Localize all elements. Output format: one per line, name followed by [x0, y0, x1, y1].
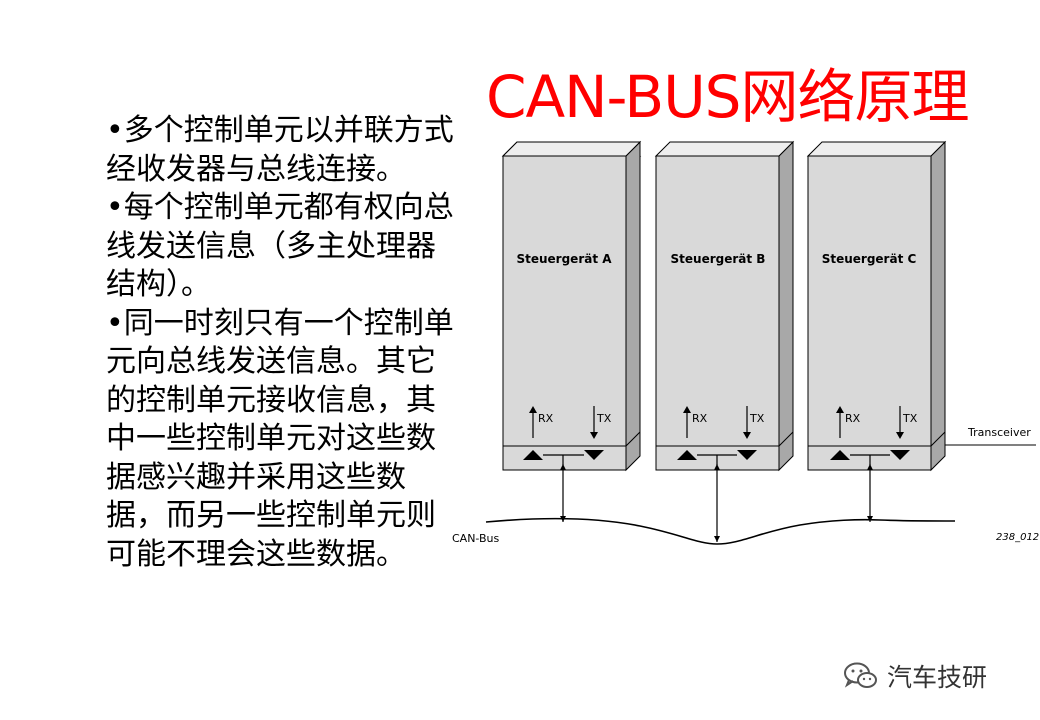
unit-c-internal-bus — [850, 454, 890, 465]
watermark-text: 汽车技研 — [887, 663, 988, 692]
unit-b-tx-arrowhead — [743, 432, 751, 439]
unit-b-transceiver-side-line — [778, 431, 794, 447]
unit-b-top-face — [654, 141, 795, 157]
unit-a-top-face — [501, 141, 642, 157]
unit-a-tx-label: TX — [596, 412, 612, 425]
unit-b-rx-arrowhead — [683, 406, 691, 413]
unit-b-label: Steuergerät B — [671, 252, 766, 266]
bullet-dot: • — [106, 305, 124, 341]
unit-a-label: Steuergerät A — [516, 252, 612, 266]
unit-a-side — [625, 140, 641, 472]
unit-a-tx-triangle — [584, 450, 604, 460]
wechat-icon — [844, 662, 877, 688]
unit-b-rx-triangle — [677, 450, 697, 460]
unit-b-side — [778, 140, 794, 472]
unit-a-tx-arrowhead — [590, 432, 598, 439]
watermark: 汽车技研 — [843, 656, 987, 696]
can-bus-line — [485, 517, 956, 545]
unit-c-tx-triangle — [890, 450, 910, 460]
control-unit-c: Steuergerät C RX TX — [806, 140, 947, 522]
unit-b-internal-bus — [697, 454, 737, 465]
bullet-dot: • — [106, 190, 124, 225]
bullet-text: 每个控制单元都有权向总线发送信息（多主处理器结构）。 — [106, 190, 454, 302]
bullet-item-multi-master: •每个控制单元都有权向总线发送信息（多主处理器结构）。 — [106, 189, 456, 305]
unit-c-tx-arrowhead — [896, 432, 904, 439]
unit-c-side — [930, 140, 946, 472]
unit-b-stub-arrow-up — [714, 464, 720, 470]
bullet-text: 多个控制单元以并联方式经收发器与总线连接。 — [106, 113, 454, 187]
unit-a-internal-bus — [543, 454, 584, 465]
control-unit-b: Steuergerät B RX TX — [654, 140, 795, 542]
unit-a-rx-arrowhead — [529, 406, 537, 413]
can-bus-diagram: Steuergerät A RX TX Steuergerät B RX TX — [452, 140, 1039, 545]
unit-c-top-face — [806, 141, 947, 157]
figure-code: 238_012 — [996, 532, 1039, 543]
bullet-text: 同一时刻只有一个控制单元向总线发送信息。其它的控制单元接收信息，其中一些控制单元… — [106, 305, 454, 572]
unit-a-rx-label: RX — [538, 412, 554, 425]
unit-a-front — [502, 155, 627, 471]
unit-c-transceiver-side-line — [930, 431, 946, 447]
unit-c-tx-label: TX — [902, 412, 918, 425]
bullet-dot: • — [106, 113, 124, 148]
unit-c-stub-arrow-up — [867, 464, 873, 470]
slide-title: CAN-BUS网络原理 — [486, 63, 969, 131]
bullet-list: •多个控制单元以并联方式经收发器与总线连接。 •每个控制单元都有权向总线发送信息… — [106, 112, 456, 574]
unit-a-transceiver-side-line — [625, 431, 641, 447]
unit-a-stub-arrow-up — [560, 464, 566, 470]
unit-c-label: Steuergerät C — [822, 252, 917, 266]
can-bus-label: CAN-Bus — [452, 532, 500, 545]
bullet-item-single-sender: •同一时刻只有一个控制单元向总线发送信息。其它的控制单元接收信息，其中一些控制单… — [106, 305, 456, 575]
unit-b-tx-label: TX — [749, 412, 765, 425]
control-unit-a: Steuergerät A RX TX — [501, 140, 642, 522]
unit-b-rx-label: RX — [692, 412, 708, 425]
transceiver-label: Transceiver — [967, 426, 1031, 439]
unit-b-tx-triangle — [737, 450, 757, 460]
unit-c-rx-triangle — [830, 450, 850, 460]
bullet-item-parallel-connection: •多个控制单元以并联方式经收发器与总线连接。 — [106, 112, 456, 189]
unit-c-rx-label: RX — [845, 412, 861, 425]
unit-b-stub-arrow-down — [714, 536, 720, 542]
unit-a-rx-triangle — [523, 450, 543, 460]
unit-c-rx-arrowhead — [836, 406, 844, 413]
